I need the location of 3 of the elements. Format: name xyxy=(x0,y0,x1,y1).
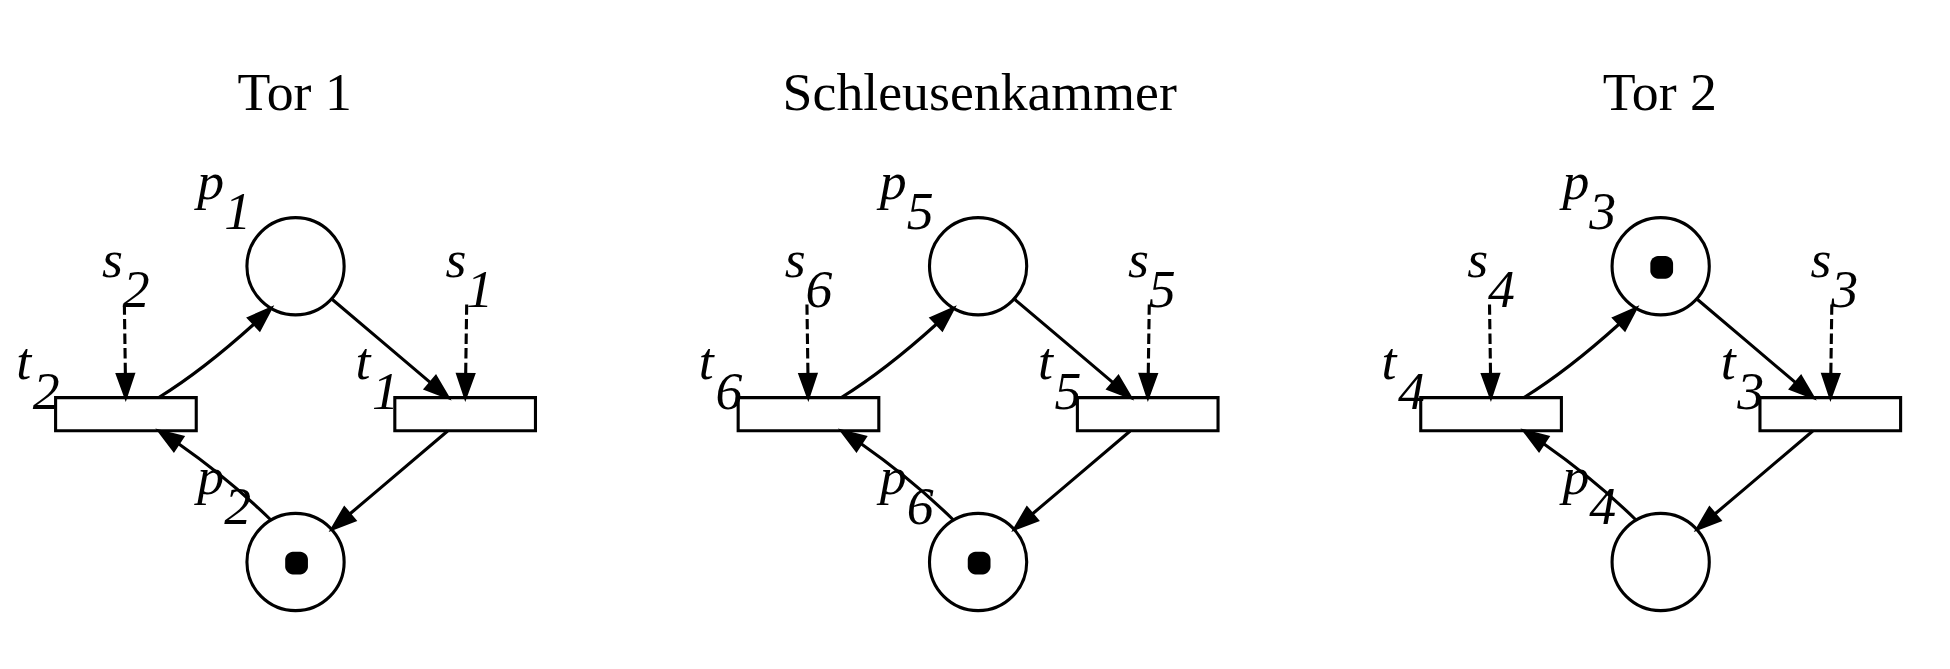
label: Schleusenkammer xyxy=(782,61,1177,122)
label: Tor 1 xyxy=(237,61,352,122)
label: Tor 2 xyxy=(1602,61,1717,122)
